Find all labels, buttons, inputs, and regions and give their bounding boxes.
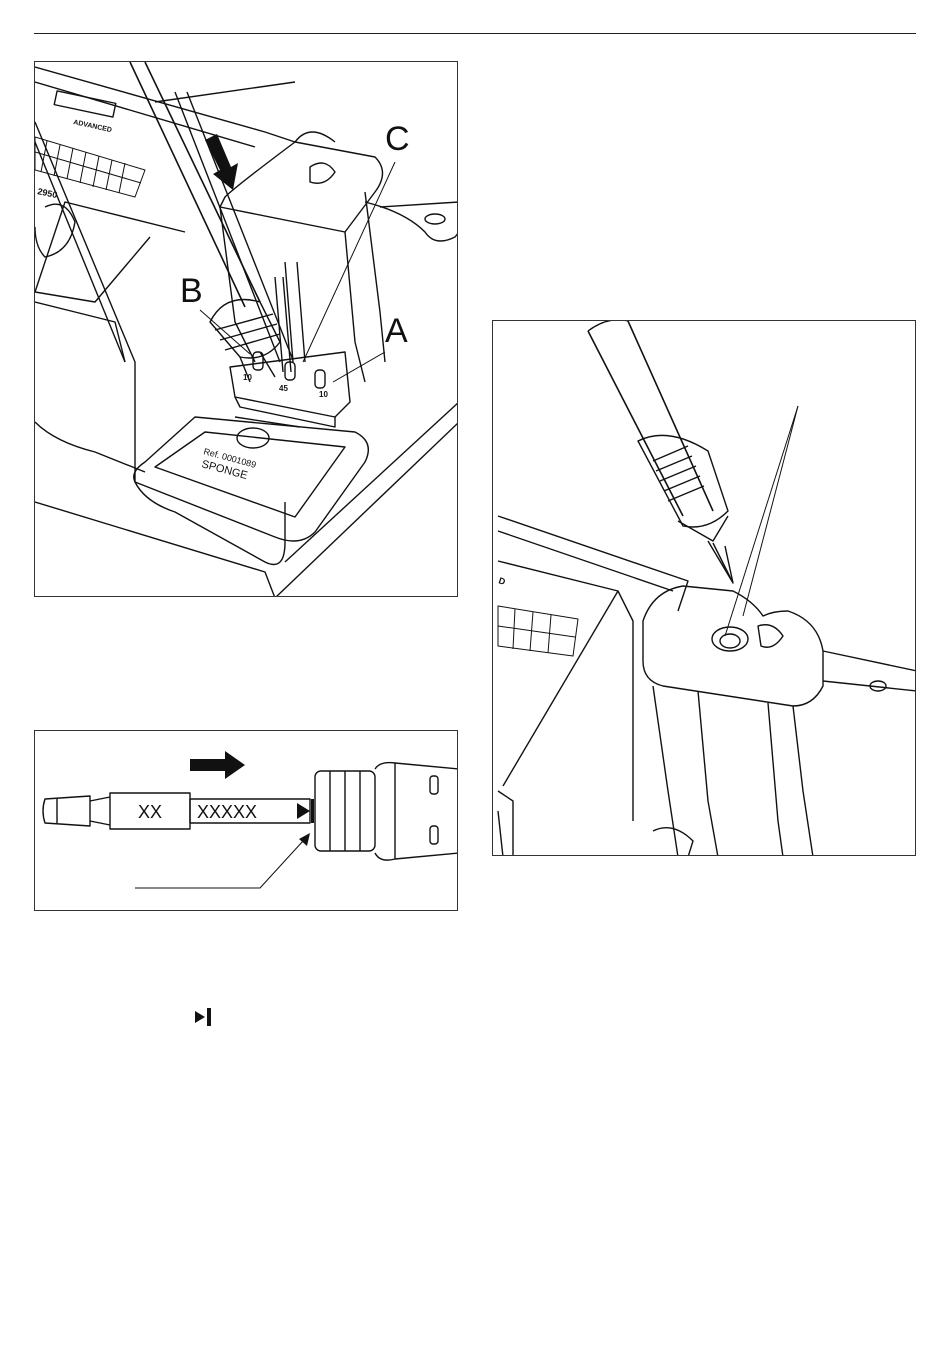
figure-cartridge-insertion: XX XXXXX <box>34 730 458 911</box>
tip-marker-icon <box>193 1006 215 1028</box>
label-b: B <box>180 272 203 310</box>
slot-label: 10 <box>319 390 328 399</box>
model-fragment: D <box>497 575 507 587</box>
slot-label: 10 <box>243 373 252 382</box>
slot-label: 45 <box>279 384 288 393</box>
station-illustration: C B A 10 45 10 2950 ADVANCED Ref. 000108… <box>35 62 458 597</box>
cartridge-illustration: XX XXXXX <box>35 731 458 911</box>
header-rule <box>34 33 916 34</box>
code-short: XX <box>138 802 162 822</box>
label-c: C <box>385 120 410 158</box>
model-number: 2950 <box>37 186 59 200</box>
label-a: A <box>385 312 408 350</box>
brand-text: ADVANCED <box>73 119 113 134</box>
figure-tip-extractor: D <box>492 320 916 856</box>
extractor-illustration: D <box>493 321 916 856</box>
code-long: XXXXX <box>197 802 257 822</box>
figure-station-stand: C B A 10 45 10 2950 ADVANCED Ref. 000108… <box>34 61 458 597</box>
